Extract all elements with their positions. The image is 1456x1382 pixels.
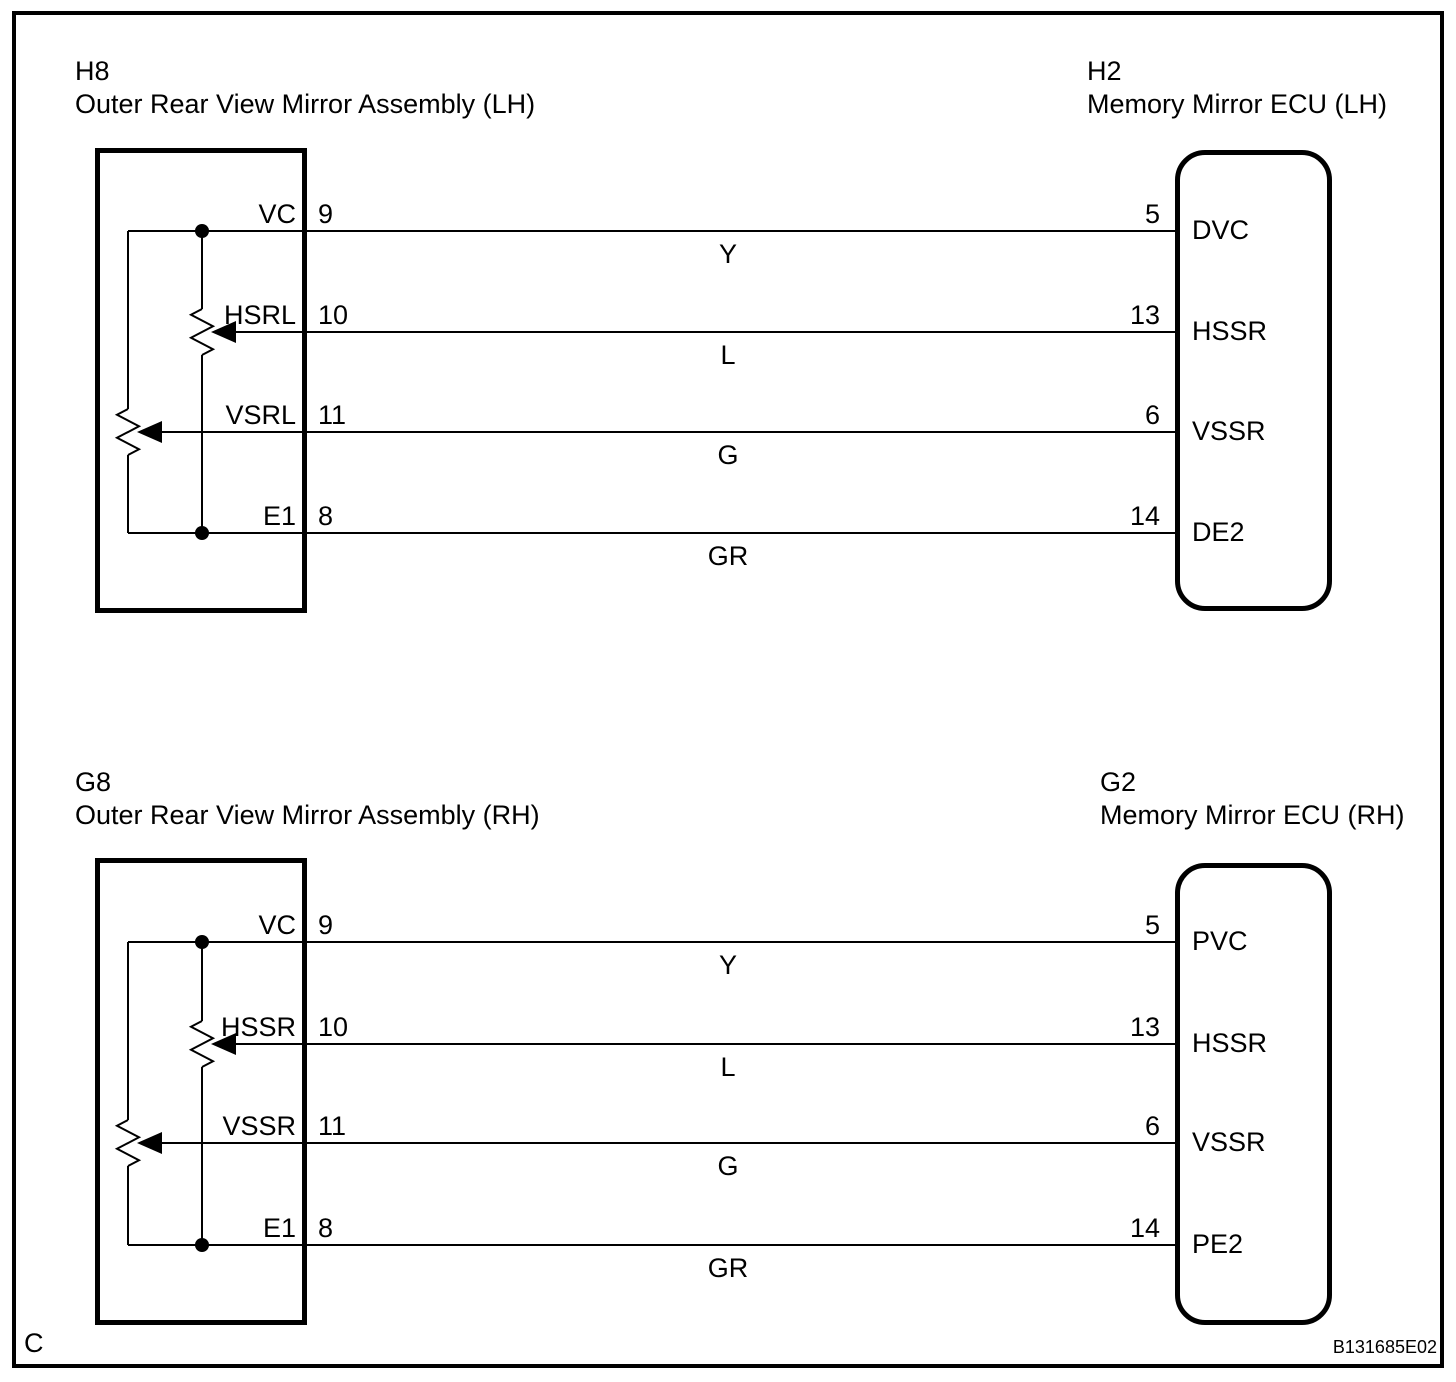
component-header-lh: H8 Outer Rear View Mirror Assembly (LH) [75,55,535,121]
pin-number: 10 [318,1012,349,1042]
pin-name: VSSR [1192,1127,1266,1157]
component-name: Outer Rear View Mirror Assembly (LH) [75,89,536,119]
component-box [95,148,307,613]
component-name: Outer Rear View Mirror Assembly (RH) [75,800,540,830]
wire [128,1244,1175,1246]
pin-name: VC [258,910,296,940]
pin-name: DVC [1192,215,1250,245]
pin-number: 13 [1129,1012,1160,1042]
pin-number: 9 [318,199,334,229]
pin-number: 5 [1144,910,1160,940]
pin-name: VSSR [1192,416,1266,446]
pin-number: 14 [1129,501,1160,531]
pin-name: VSSR [222,1111,296,1141]
wire [159,431,1175,433]
pin-number: 11 [318,400,347,430]
component-box [95,858,307,1325]
pin-name: E1 [262,1213,296,1243]
ecu-name: Memory Mirror ECU (RH) [1100,800,1405,830]
wire-color-label: G [717,440,739,470]
wire-color-label: L [720,340,736,370]
pin-number: 9 [318,910,334,940]
pin-name: PE2 [1192,1229,1244,1259]
pin-name: PVC [1192,926,1248,956]
ecu-header-rh: G2 Memory Mirror ECU (RH) [1100,766,1404,832]
pin-name: HSSR [220,1012,296,1042]
wire-color-label: G [717,1151,739,1181]
reference-code: B131685E02 [1332,1337,1437,1357]
pin-name: VSRL [225,400,296,430]
ecu-box [1175,863,1332,1325]
component-header-rh: G8 Outer Rear View Mirror Assembly (RH) [75,766,540,832]
wire [233,331,1175,333]
diagram-border-frame [12,11,1444,1368]
pin-name: E1 [262,501,296,531]
ecu-box [1175,150,1332,611]
wire-color-label: GR [707,541,749,571]
pin-name: HSSR [1192,1028,1268,1058]
wire [233,1043,1175,1045]
pin-name: HSSR [1192,316,1268,346]
pin-number: 13 [1129,300,1160,330]
pin-number: 6 [1144,400,1160,430]
ecu-header-lh: H2 Memory Mirror ECU (LH) [1087,55,1387,121]
wire-color-label: GR [707,1253,749,1283]
pin-number: 11 [318,1111,347,1141]
component-code: H8 [75,56,110,86]
wire-color-label: Y [718,950,737,980]
pin-name: HSRL [223,300,296,330]
wire-color-label: Y [718,239,737,269]
ecu-code: H2 [1087,56,1122,86]
pin-number: 8 [318,501,334,531]
wire [159,1142,1175,1144]
component-code: G8 [75,767,112,797]
wire [128,230,1175,232]
corner-label: C [24,1328,44,1358]
ecu-code: G2 [1100,767,1137,797]
wire-color-label: L [720,1052,736,1082]
pin-number: 6 [1144,1111,1160,1141]
wire [128,532,1175,534]
pin-number: 14 [1129,1213,1160,1243]
pin-name: DE2 [1192,517,1245,547]
wire [128,941,1175,943]
pin-number: 5 [1144,199,1160,229]
ecu-name: Memory Mirror ECU (LH) [1087,89,1387,119]
pin-name: VC [258,199,296,229]
pin-number: 10 [318,300,349,330]
pin-number: 8 [318,1213,334,1243]
